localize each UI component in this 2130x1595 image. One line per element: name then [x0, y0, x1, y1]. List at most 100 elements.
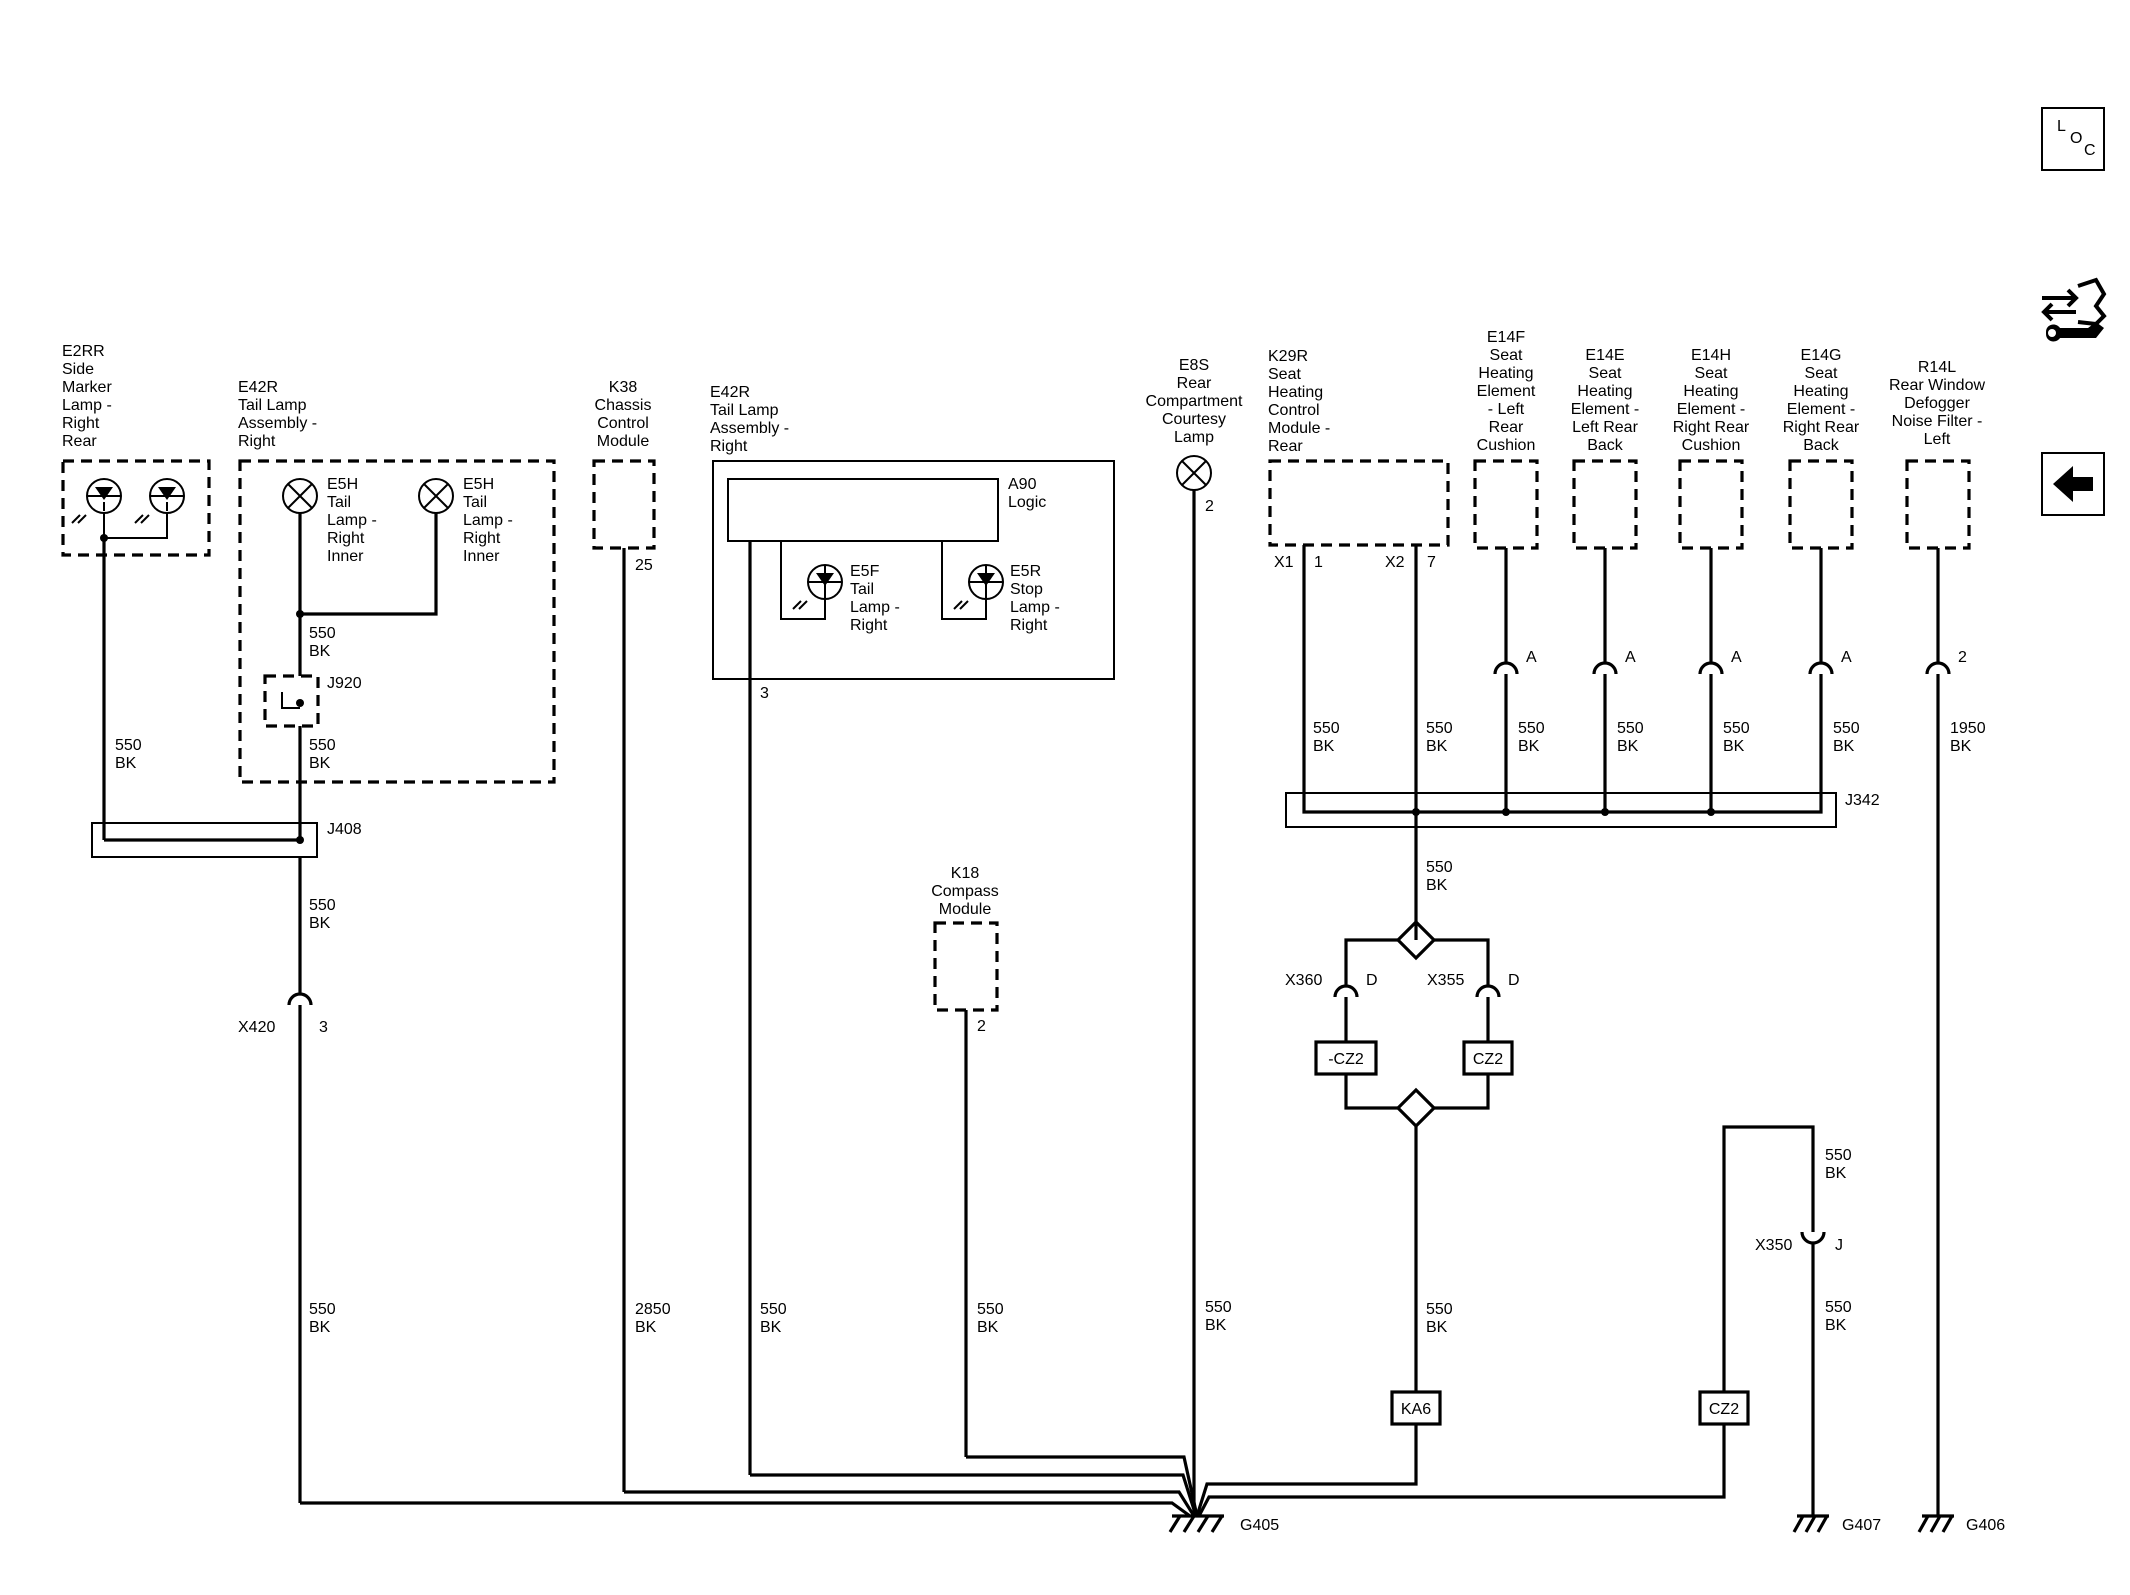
svg-text:E14H: E14H — [1691, 347, 1731, 364]
svg-text:X420: X420 — [238, 1019, 275, 1036]
element-wires: A 550 BK A 550 BK A 550 BK A 550 BK — [1493, 548, 1860, 812]
svg-text:Left Rear: Left Rear — [1572, 419, 1638, 436]
svg-text:E5H: E5H — [463, 476, 494, 493]
svg-text:550: 550 — [1518, 720, 1545, 737]
locator-button[interactable]: L O C — [2041, 107, 2105, 171]
svg-text:A: A — [1625, 649, 1636, 666]
led-lamp-icon — [71, 478, 122, 524]
k29r-module — [1268, 459, 1450, 547]
component-e14h-label: E14H Seat Heating Element - Right Rear C… — [1673, 347, 1750, 454]
svg-text:Back: Back — [1803, 437, 1840, 454]
ground-g406-icon — [1917, 1514, 1954, 1533]
svg-text:O: O — [2070, 130, 2082, 147]
e14f-element — [1473, 459, 1539, 550]
splice-diamond — [1395, 1087, 1437, 1129]
svg-text:1950: 1950 — [1950, 720, 1986, 737]
component-e8s-label: E8S Rear Compartment Courtesy Lamp — [1146, 357, 1243, 446]
svg-text:Side: Side — [62, 361, 94, 378]
svg-text:BK: BK — [309, 755, 331, 772]
svg-text:2: 2 — [977, 1018, 986, 1035]
ground-g407-icon — [1792, 1514, 1829, 1533]
svg-text:Element -: Element - — [1677, 401, 1745, 418]
component-e42r-left-label: E42R Tail Lamp Assembly - Right — [238, 379, 317, 450]
svg-text:BK: BK — [309, 643, 331, 660]
svg-text:A: A — [1841, 649, 1852, 666]
svg-text:2: 2 — [1958, 649, 1967, 666]
connector-view-button[interactable] — [2038, 276, 2110, 354]
led-lamp-icon — [134, 478, 185, 524]
svg-text:Right: Right — [1010, 617, 1048, 634]
svg-text:E5H: E5H — [327, 476, 358, 493]
svg-text:Element -: Element - — [1571, 401, 1639, 418]
component-e5h-left-label: E5H Tail Lamp - Right Inner — [327, 476, 377, 565]
component-e14g-label: E14G Seat Heating Element - Right Rear B… — [1783, 347, 1860, 454]
svg-text:Back: Back — [1587, 437, 1624, 454]
svg-text:- Left: - Left — [1488, 401, 1525, 418]
led-lamp-icon — [953, 564, 1004, 610]
svg-text:Heating: Heating — [1268, 384, 1323, 401]
svg-text:BK: BK — [1825, 1165, 1847, 1182]
svg-text:Seat: Seat — [1589, 365, 1622, 382]
svg-text:Right: Right — [463, 530, 501, 547]
svg-text:550: 550 — [309, 897, 336, 914]
j920-label: J920 — [327, 675, 362, 692]
svg-text:BK: BK — [1313, 738, 1335, 755]
j342-splice — [1285, 792, 1837, 828]
svg-text:BK: BK — [1426, 1319, 1448, 1336]
svg-text:D: D — [1508, 972, 1520, 989]
svg-text:BK: BK — [1518, 738, 1540, 755]
component-e14f-label: E14F Seat Heating Element - Left Rear Cu… — [1477, 329, 1536, 454]
svg-text:Inner: Inner — [463, 548, 500, 565]
svg-text:Rear: Rear — [1177, 375, 1212, 392]
svg-text:Lamp -: Lamp - — [463, 512, 513, 529]
svg-text:Inner: Inner — [327, 548, 364, 565]
svg-text:Module: Module — [597, 433, 650, 450]
svg-text:550: 550 — [1833, 720, 1860, 737]
svg-text:K38: K38 — [609, 379, 638, 396]
svg-text:E5R: E5R — [1010, 563, 1041, 580]
svg-text:D: D — [1366, 972, 1378, 989]
svg-text:KA6: KA6 — [1401, 1401, 1431, 1418]
svg-text:Tail: Tail — [850, 581, 874, 598]
svg-text:550: 550 — [1426, 1301, 1453, 1318]
component-e2rr-label: E2RR Side Marker Lamp - Right Rear — [62, 343, 112, 450]
svg-text:Right: Right — [710, 438, 748, 455]
svg-text:Logic: Logic — [1008, 494, 1046, 511]
k38-module — [592, 459, 656, 550]
component-e14e-label: E14E Seat Heating Element - Left Rear Ba… — [1571, 347, 1639, 454]
ground-g406-label: G406 — [1966, 1517, 2005, 1534]
svg-text:E14E: E14E — [1585, 347, 1624, 364]
svg-text:Tail: Tail — [463, 494, 487, 511]
svg-text:K29R: K29R — [1268, 348, 1308, 365]
splice-diamond — [1395, 919, 1437, 961]
connector-x355 — [1475, 984, 1501, 1042]
svg-text:Module: Module — [939, 901, 992, 918]
svg-text:E8S: E8S — [1179, 357, 1209, 374]
ground-g407-label: G407 — [1842, 1517, 1881, 1534]
r14l-filter — [1905, 459, 1971, 550]
svg-text:Seat: Seat — [1490, 347, 1523, 364]
svg-text:Seat: Seat — [1805, 365, 1838, 382]
svg-text:Chassis: Chassis — [595, 397, 652, 414]
component-e42r-right-label: E42R Tail Lamp Assembly - Right — [710, 384, 789, 455]
connector-wrench-icon — [2041, 277, 2107, 342]
svg-text:Right: Right — [238, 433, 276, 450]
svg-text:550: 550 — [760, 1301, 787, 1318]
e42r-left-housing — [238, 459, 556, 784]
svg-text:Courtesy: Courtesy — [1162, 411, 1226, 428]
svg-text:L: L — [2057, 118, 2066, 135]
svg-text:C: C — [2084, 142, 2096, 159]
component-e5r-label: E5R Stop Lamp - Right — [1010, 563, 1060, 634]
back-button[interactable] — [2041, 452, 2105, 516]
component-r14l-label: R14L Rear Window Defogger Noise Filter -… — [1889, 359, 1985, 448]
svg-text:550: 550 — [1313, 720, 1340, 737]
svg-text:BK: BK — [1825, 1317, 1847, 1334]
connector-x350 — [1800, 1231, 1826, 1516]
svg-text:550: 550 — [115, 737, 142, 754]
svg-text:Right: Right — [850, 617, 888, 634]
svg-text:Lamp -: Lamp - — [1010, 599, 1060, 616]
svg-text:Rear Window: Rear Window — [1889, 377, 1985, 394]
svg-text:550: 550 — [1825, 1299, 1852, 1316]
svg-text:BK: BK — [309, 1319, 331, 1336]
